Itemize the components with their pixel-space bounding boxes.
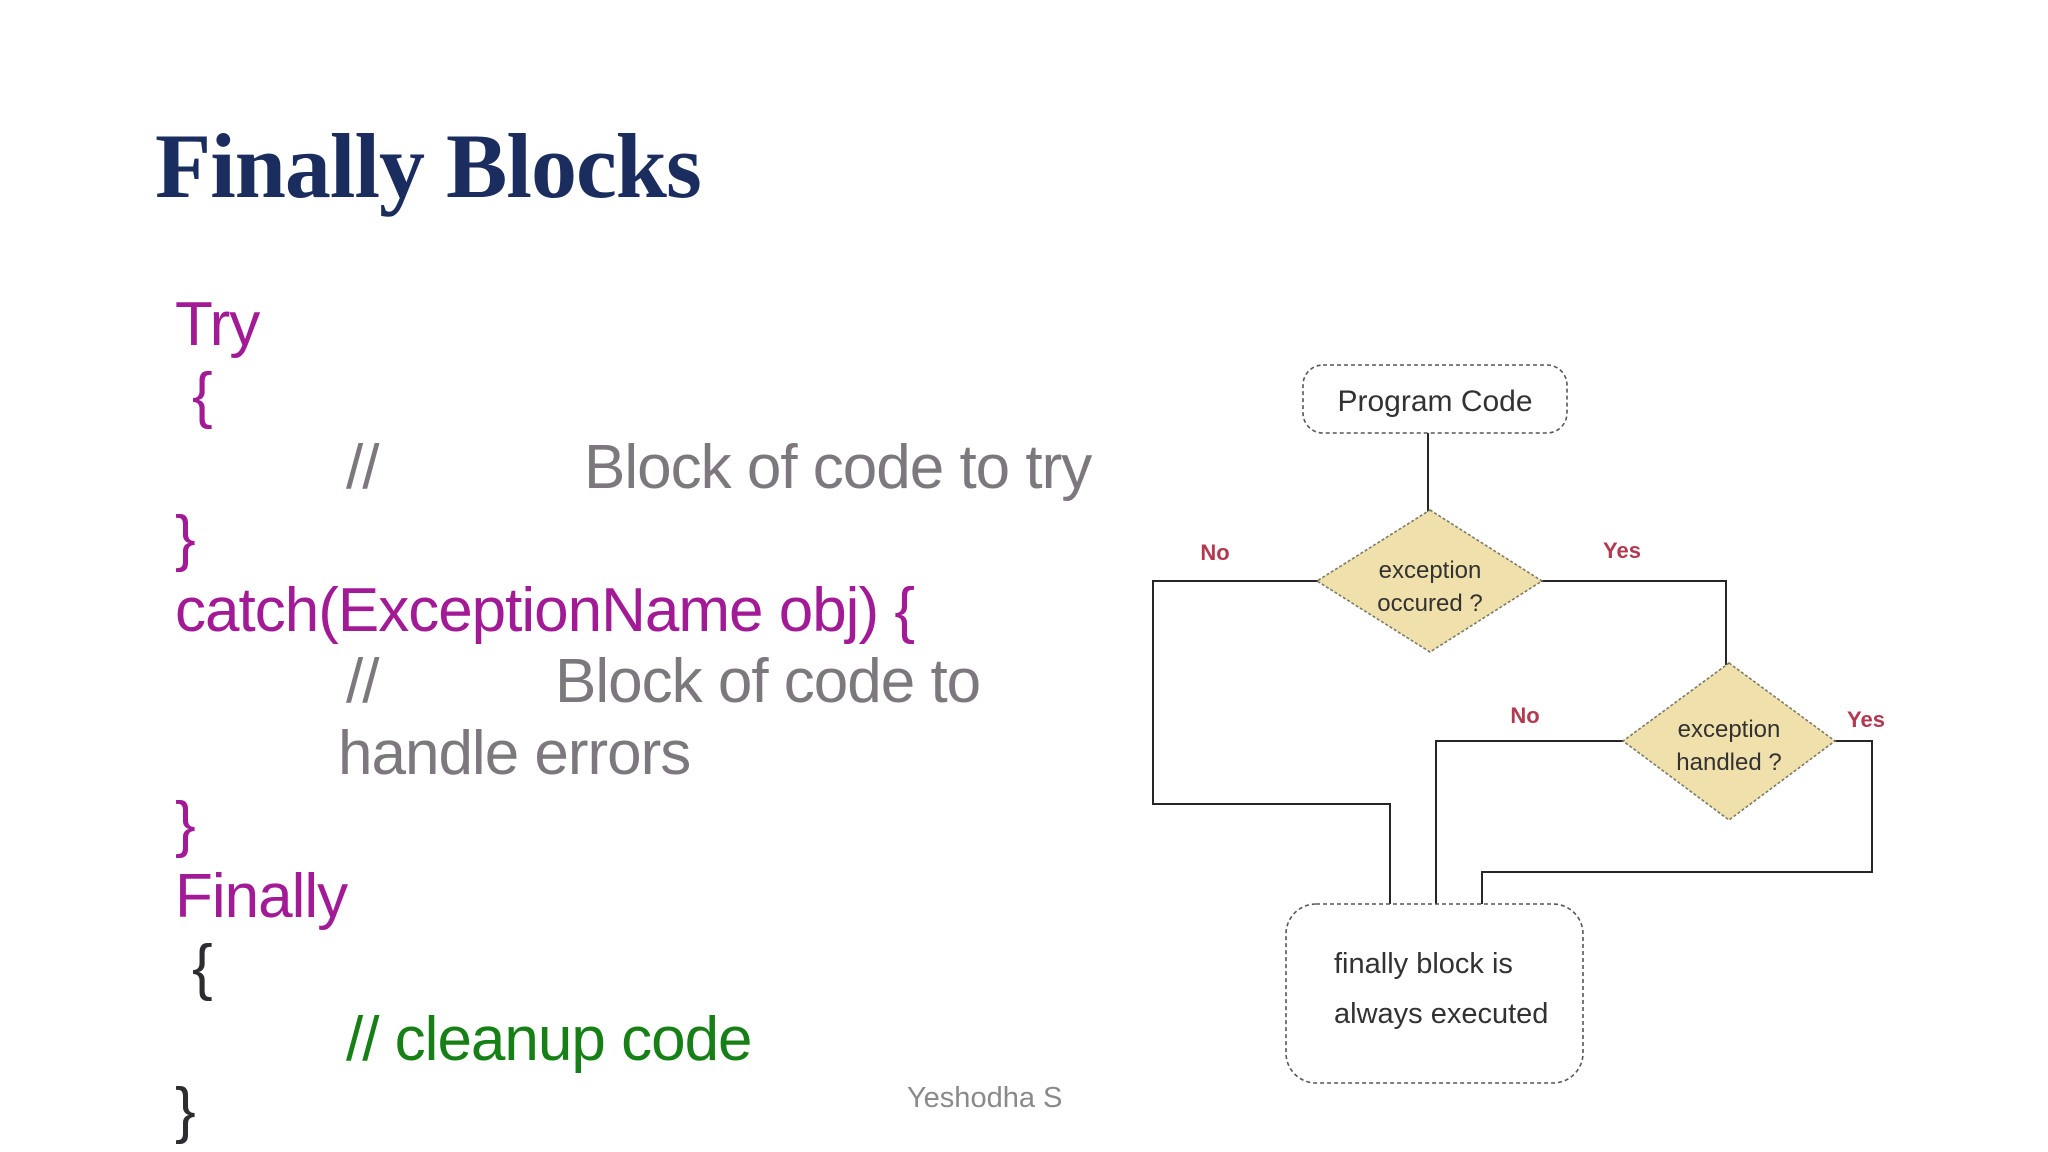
- code-line-close-brace-catch: }: [175, 790, 196, 859]
- start-node-label: Program Code: [1337, 385, 1532, 418]
- footer-author: Yeshodha S: [907, 1082, 1063, 1114]
- start-node-box: [1302, 364, 1568, 434]
- code-comment-slashes-1: //: [346, 433, 379, 502]
- connector-decision1-no-path: [1152, 580, 1391, 908]
- code-line-try: Try: [175, 290, 260, 359]
- connector-decision2-yes-path: [1481, 740, 1873, 908]
- code-line-open-brace-finally: {: [192, 933, 213, 1002]
- page-title: Finally Blocks: [155, 115, 702, 217]
- code-line-finally: Finally: [175, 862, 348, 931]
- code-comment-slashes-2: //: [346, 647, 379, 716]
- connector-decision2-no-path: [1435, 740, 1626, 908]
- code-line-catch: catch(ExceptionName obj) {: [175, 576, 915, 645]
- code-line-close-brace-try: }: [175, 504, 196, 573]
- end-node-label-line2: always executed: [1334, 998, 1548, 1030]
- decision1-label-line2: occured ?: [1377, 590, 1482, 617]
- decision1-label-line1: exception: [1379, 557, 1482, 584]
- code-line-open-brace-try: {: [192, 361, 213, 430]
- decision2-yes-label: Yes: [1847, 707, 1885, 732]
- decision2-diamond: [1621, 662, 1837, 821]
- code-comment-try-body: Block of code to try: [584, 433, 1092, 502]
- decision1-diamond: [1315, 509, 1544, 653]
- end-node-label-line1: finally block is: [1334, 948, 1513, 980]
- end-node-box: [1285, 903, 1584, 1084]
- code-line-close-brace-finally: }: [175, 1076, 196, 1145]
- code-comment-catch-wrap: handle errors: [338, 719, 691, 788]
- decision2-label-line1: exception: [1678, 716, 1781, 743]
- decision1-no-label: No: [1200, 540, 1229, 565]
- code-comment-cleanup: // cleanup code: [346, 1005, 753, 1074]
- decision2-label-line2: handled ?: [1676, 749, 1781, 776]
- decision2-no-label: No: [1510, 703, 1539, 728]
- connector-decision1-yes-path: [1540, 580, 1727, 665]
- decision1-yes-label: Yes: [1603, 538, 1641, 563]
- code-comment-catch-body: Block of code to: [555, 647, 981, 716]
